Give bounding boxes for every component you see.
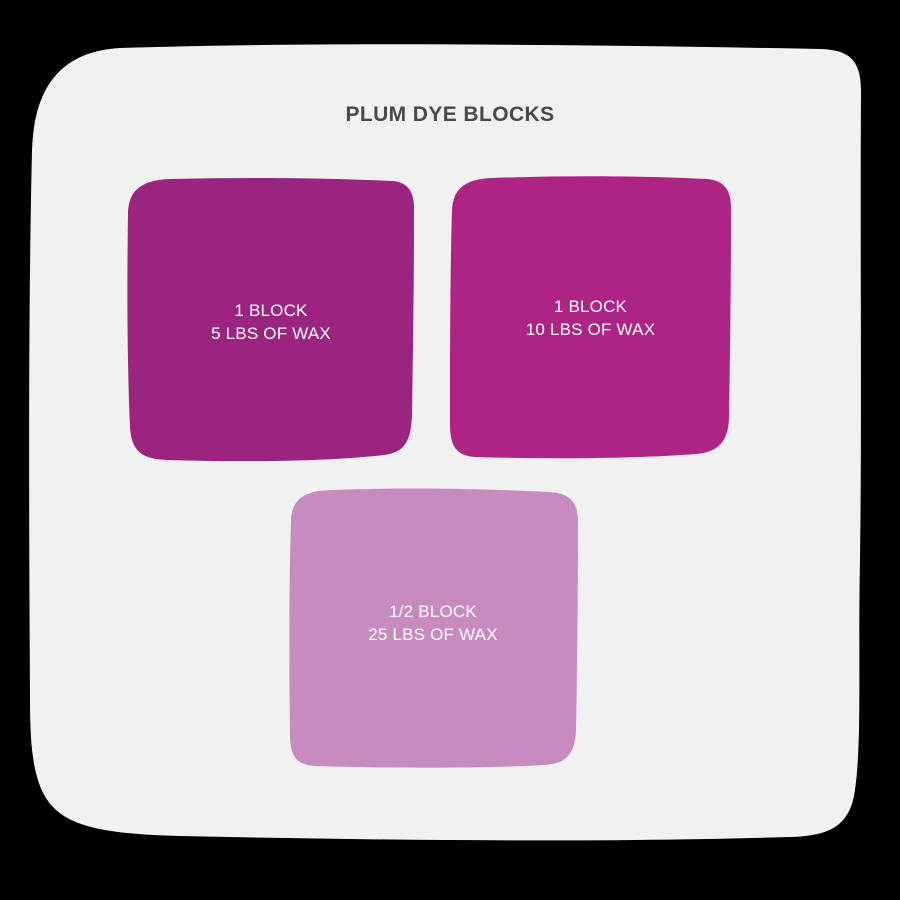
block-1-swatch[interactable] xyxy=(127,177,415,462)
block-3-swatch[interactable] xyxy=(289,488,578,768)
block-2-swatch[interactable] xyxy=(450,176,731,459)
